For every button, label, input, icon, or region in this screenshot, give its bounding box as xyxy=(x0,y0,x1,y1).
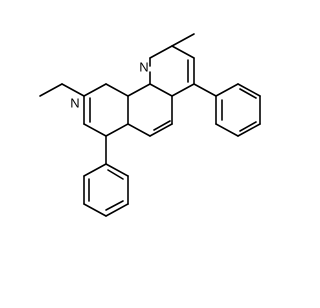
bond-ph2-f xyxy=(105,163,129,177)
bond-c6-c5 xyxy=(149,123,173,137)
bond-ph2-inner-3 xyxy=(107,169,124,180)
bond-c10a-n2 xyxy=(105,83,129,97)
bond-ph2-d xyxy=(105,203,129,217)
bond-ph1-inner-3 xyxy=(239,88,257,99)
bond-ph1-f xyxy=(215,83,239,97)
bond-n2-c9 xyxy=(83,83,107,97)
nitrogen-label-right: N xyxy=(139,59,148,74)
bond-c4-c4a xyxy=(171,83,195,97)
bond-c2-c3 xyxy=(171,45,195,59)
bond-ph1-b xyxy=(215,123,239,137)
bond-ph2-a xyxy=(83,163,107,177)
bond-ph2-c xyxy=(83,203,107,217)
bond-c6a-c6 xyxy=(127,123,151,137)
nitrogen-label-left: N xyxy=(70,95,79,110)
bond-c10b-c10a xyxy=(127,83,151,97)
bond-ph2-inner-2 xyxy=(105,200,124,211)
bond-c8-methyl xyxy=(39,83,63,97)
bond-c9-c8 xyxy=(61,83,85,97)
bond-layer xyxy=(39,33,261,217)
bond-c2-methyl xyxy=(171,33,195,47)
bond-n1-c2 xyxy=(149,45,173,59)
bond-c6b-c6a xyxy=(105,123,129,137)
bond-ph1-c xyxy=(237,123,261,137)
bond-ph1-e xyxy=(237,83,261,97)
bond-c4a-c10b xyxy=(149,83,173,97)
bond-c4-ph1 xyxy=(193,83,217,97)
bond-c7-c6b xyxy=(83,123,107,137)
bond-ph1-inner-2 xyxy=(239,121,257,132)
bond-c6-c5-inner xyxy=(153,120,171,131)
